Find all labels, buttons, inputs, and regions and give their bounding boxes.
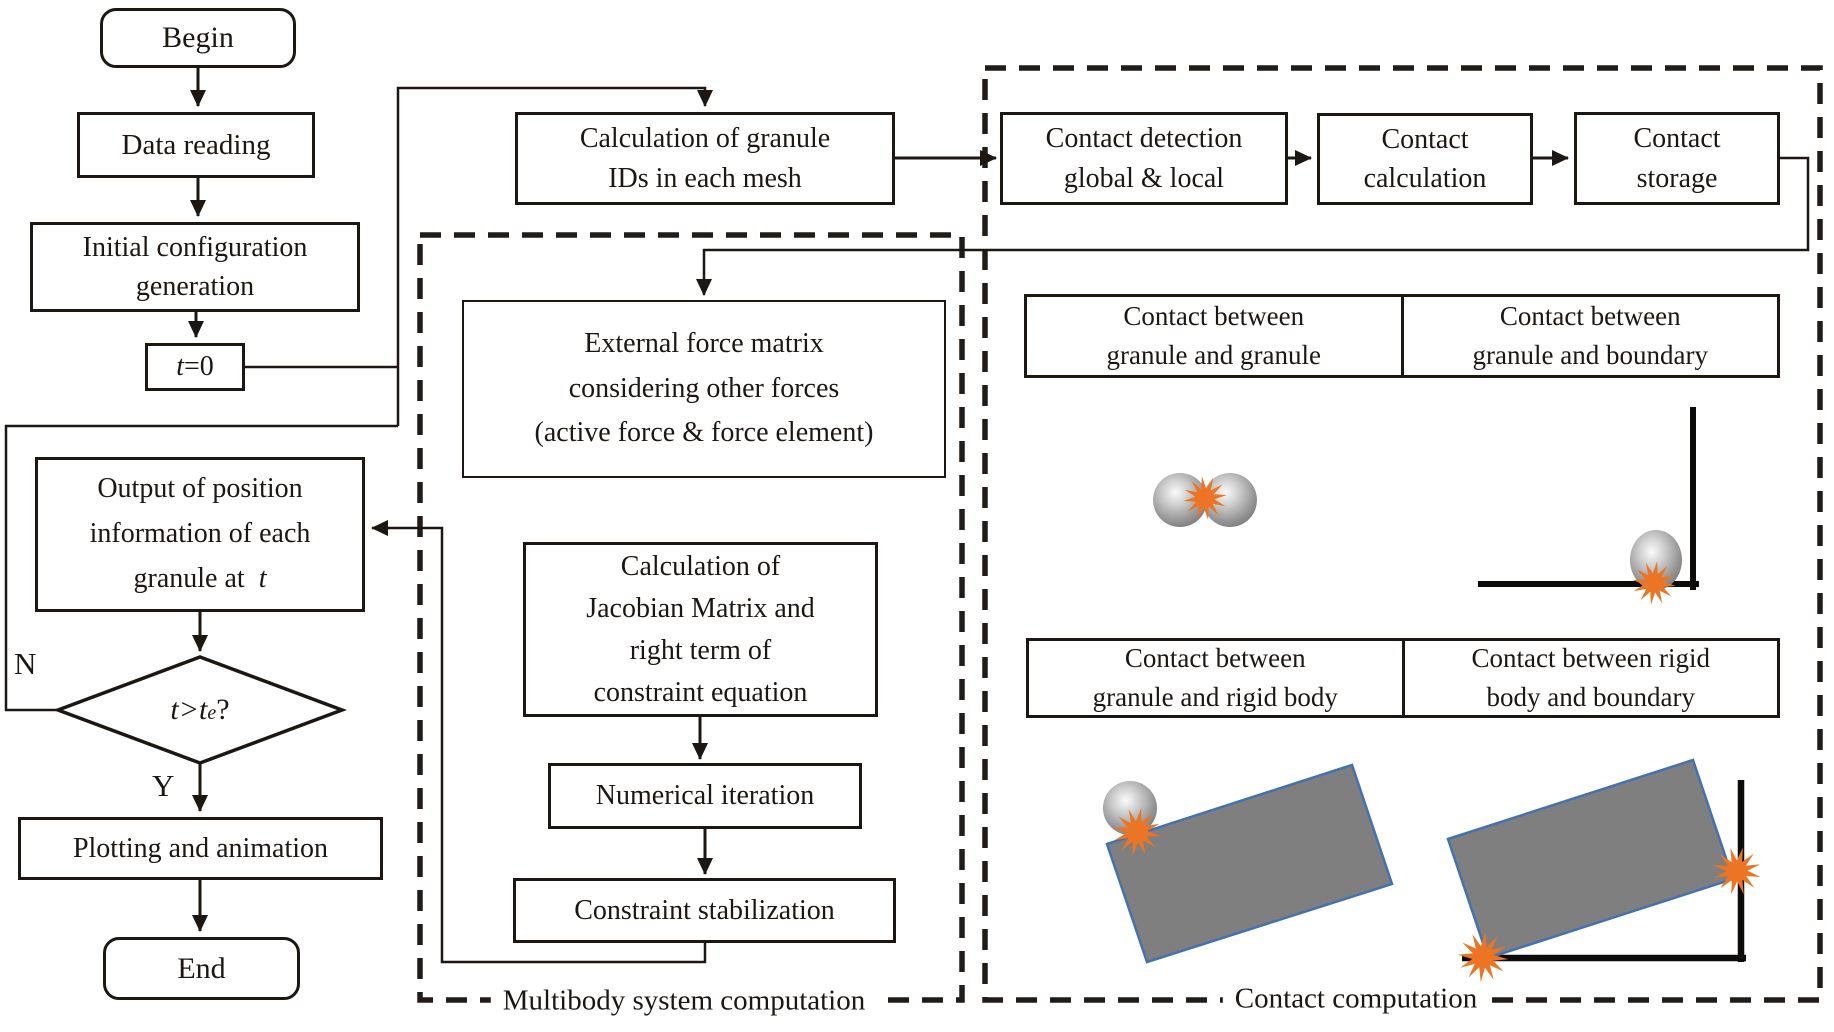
node-jacobian-line4: constraint equation [593,676,808,708]
branch-no-label: N [14,646,37,681]
node-plotting-animation: Plotting and animation [18,817,383,880]
node-initial-configuration: Initial configuration generation [30,222,360,312]
rigid-body-rect [1446,758,1735,960]
node-contact-calculation-line2: calculation [1363,163,1487,194]
cell-granule-rigid-body-line1: Contact between [1124,642,1306,673]
node-granule-ids: Calculation of granule IDs in each mesh [515,112,895,205]
cell-granule-granule: Contact between granule and granule [1027,297,1401,375]
node-external-force: External force matrix considering other … [462,300,946,478]
arrow-loop-to-granule-ids [396,86,713,426]
node-data-reading-label: Data reading [121,128,271,161]
contact-pair-table-top: Contact between granule and granule Cont… [1024,294,1780,378]
node-contact-detection-line1: Contact detection [1045,123,1243,155]
node-jacobian-line3: right term of [629,634,772,666]
node-constraint-stabilization: Constraint stabilization [513,878,896,943]
branch-yes-label: Y [152,768,175,803]
node-output-line1: Output of position [97,473,303,505]
node-output-line2: information of each [89,518,311,550]
node-plotting-animation-label: Plotting and animation [72,832,329,864]
cell-granule-boundary-line2: granule and boundary [1472,340,1708,370]
cell-granule-boundary-line1: Contact between [1499,300,1681,331]
node-initial-configuration-line1: Initial configuration [82,231,308,263]
node-t-equals-0: t=0 [145,343,245,391]
node-constraint-stabilization-label: Constraint stabilization [574,894,835,926]
node-contact-storage: Contact storage [1574,112,1780,205]
node-numerical-iteration-label: Numerical iteration [595,780,815,812]
cell-granule-rigid-body: Contact between granule and rigid body [1029,641,1402,715]
decision-diamond [52,655,348,765]
node-granule-ids-line1: Calculation of granule [579,123,831,155]
multibody-zone-label: Multibody system computation [490,984,878,1018]
node-output-time-variable: t [258,562,267,594]
node-t0-variable: t [176,351,184,383]
cell-granule-granule-line2: granule and granule [1106,340,1321,370]
node-begin: Begin [100,8,296,68]
node-external-force-line2: considering other forces [568,372,840,404]
node-begin-label: Begin [162,21,234,54]
illustration-granule-rigid-body [1103,763,1394,964]
node-contact-detection-line2: global & local [1063,162,1225,194]
node-contact-storage-line2: storage [1636,162,1718,194]
node-end: End [103,937,300,1000]
node-output-position: Output of position information of each g… [35,457,365,612]
node-jacobian: Calculation of Jacobian Matrix and right… [523,542,878,717]
node-external-force-line3: (active force & force element) [534,417,874,449]
node-end-label: End [177,951,226,985]
node-contact-calculation-line1: Contact [1381,123,1469,155]
node-initial-configuration-line2: generation [135,271,255,302]
cell-granule-boundary: Contact between granule and boundary [1400,297,1778,375]
decision-expression: t>t [170,693,208,726]
illustration-rigid-body-boundary [1446,758,1767,985]
node-output-line3: granule at t [134,557,267,602]
illustration-granule-boundary [1478,407,1699,608]
cell-rigid-body-boundary-line2: body and boundary [1486,682,1695,712]
cell-rigid-body-boundary: Contact between rigid body and boundary [1401,641,1778,715]
node-data-reading: Data reading [77,112,315,178]
node-granule-ids-line2: IDs in each mesh [608,162,802,194]
node-contact-storage-line1: Contact [1633,123,1721,155]
node-t0-value: =0 [183,351,214,383]
granule-sphere [1153,473,1207,527]
node-contact-calculation: Contact calculation [1317,113,1533,205]
decision-question-mark: ? [216,693,230,726]
node-numerical-iteration: Numerical iteration [548,763,862,829]
node-contact-detection: Contact detection global & local [1000,112,1288,205]
rigid-body-rect [1105,763,1394,964]
cell-granule-granule-line1: Contact between [1123,300,1305,331]
node-jacobian-line2: Jacobian Matrix and [586,592,815,624]
line-no-branch-loop [4,424,398,712]
contact-pair-table-bottom: Contact between granule and rigid body C… [1026,638,1780,718]
node-jacobian-line1: Calculation of [620,550,781,582]
arrow-constraint-to-output [371,520,707,964]
arrow-storage-to-external-force [696,156,1810,296]
cell-granule-rigid-body-line2: granule and rigid body [1092,682,1338,712]
contact-zone-label: Contact computation [1222,982,1490,1016]
cell-rigid-body-boundary-line1: Contact between rigid [1471,642,1710,673]
node-output-line3-text: granule at [133,562,245,594]
illustration-granule-granule [1153,473,1257,527]
node-external-force-line1: External force matrix [584,327,824,359]
